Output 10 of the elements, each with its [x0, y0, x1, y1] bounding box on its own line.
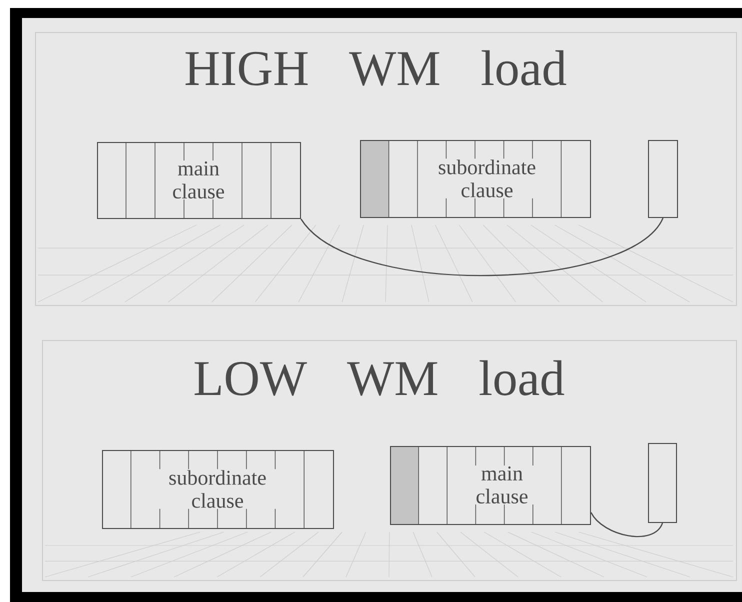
clause-box: subordinate clause [360, 140, 591, 218]
clause-box: main clause [390, 446, 591, 525]
arc-connector [300, 218, 664, 276]
clause-box: subordinate clause [102, 450, 334, 529]
panel-heading: HIGH WM load [186, 50, 566, 86]
panel-heading: LOW WM load [194, 360, 564, 396]
arc-connector [590, 512, 664, 538]
clause-box: main clause [97, 142, 301, 219]
slot-box [648, 443, 677, 523]
slot-box [648, 140, 678, 218]
